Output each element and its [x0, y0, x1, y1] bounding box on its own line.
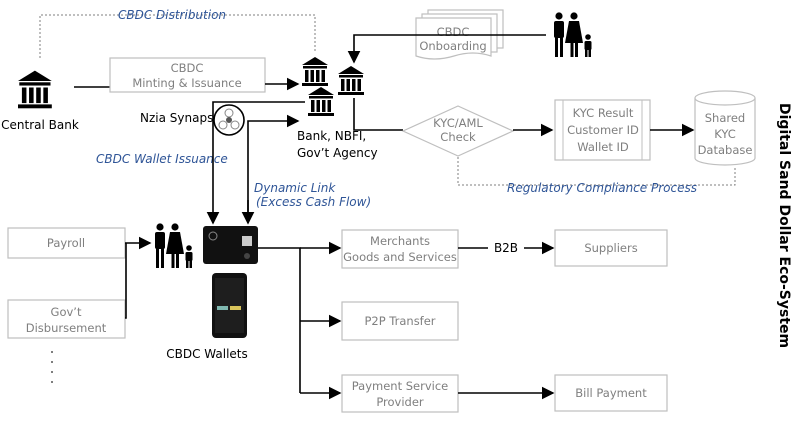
bank-label-2: Gov’t Agency [297, 146, 378, 160]
gov-disbursement-line [125, 243, 127, 319]
more-sources-ellipsis [51, 351, 53, 383]
wallet-issuance-label: CBDC Wallet Issuance [96, 152, 228, 166]
kyc-result-line1: KYC Result [573, 106, 634, 120]
regulatory-label: Regulatory Compliance Process [507, 181, 697, 195]
p2p-box [341, 301, 459, 341]
minting-box [109, 57, 266, 93]
onboarding-line2: Onboarding [419, 39, 486, 53]
onboarding-document-stack [415, 9, 504, 60]
onboarding-line1: CBDC [437, 25, 470, 39]
psp-box [341, 374, 459, 413]
family-icon-wallet [155, 223, 193, 268]
gov-disbursement-line1: Gov’t [51, 305, 82, 319]
database-line3: Database [698, 143, 753, 157]
bank-icon [302, 57, 328, 86]
kyc-database-cylinder [694, 90, 756, 166]
minting-line2: Minting & Issuance [132, 76, 241, 90]
central-bank-icon [18, 70, 52, 109]
family-icon-top [554, 12, 592, 57]
bill-payment-label: Bill Payment [575, 386, 647, 400]
merchants-line2: Goods and Services [343, 250, 457, 264]
p2p-label: P2P Transfer [364, 314, 435, 328]
nzia-synapse-icon [213, 104, 245, 136]
database-line2: KYC [714, 127, 736, 141]
regulatory-path [457, 157, 736, 186]
excess-cash-flow-label: (Excess Cash Flow) [256, 195, 371, 209]
merchants-box [341, 229, 459, 269]
payroll-box [7, 227, 126, 259]
bank-label-1: Bank, NBFI, [297, 129, 366, 143]
kyc-result-line3: Wallet ID [577, 140, 629, 154]
wallet-output-trunk [258, 247, 301, 393]
kyc-check-line1: KYC/AML [433, 116, 483, 130]
distribution-path [39, 14, 316, 58]
payroll-label: Payroll [47, 236, 85, 250]
suppliers-box [554, 229, 668, 267]
kyc-aml-diamond [401, 105, 515, 157]
dynamic-link-line [247, 114, 300, 222]
gov-disbursement-line2: Disbursement [26, 321, 107, 335]
minting-line1: CBDC [171, 61, 204, 75]
kyc-result-line2: Customer ID [567, 123, 639, 137]
kyc-result-box [554, 99, 651, 161]
database-line1: Shared [705, 111, 746, 125]
suppliers-label: Suppliers [584, 241, 637, 255]
bill-payment-box [554, 374, 668, 412]
cbdc-card-icon [203, 226, 258, 264]
family-to-bank-arrow [347, 34, 546, 64]
central-bank-label: Central Bank [1, 118, 79, 132]
dynamic-link-label: Dynamic Link [254, 181, 336, 195]
b2b-label: B2B [494, 241, 518, 255]
gov-agency-icon [308, 87, 334, 116]
nzia-synapse-label: Nzia Synapse [140, 111, 221, 125]
merchants-line1: Merchants [370, 234, 430, 248]
cbdc-wallets-label: CBDC Wallets [166, 347, 248, 361]
psp-line1: Payment Service [352, 379, 449, 393]
cbdc-phone-icon [212, 273, 247, 338]
nbfi-icon [338, 66, 364, 95]
wallet-issuance-arrow [206, 101, 305, 225]
gov-disbursement-box [7, 299, 126, 339]
cbdc-distribution-label: CBDC Distribution [118, 8, 226, 22]
psp-line2: Provider [376, 395, 424, 409]
bank-to-kyc-line [353, 98, 403, 131]
ecosystem-title: Digital Sand Dollar Eco-System [776, 103, 792, 348]
kyc-check-line2: Check [440, 130, 476, 144]
